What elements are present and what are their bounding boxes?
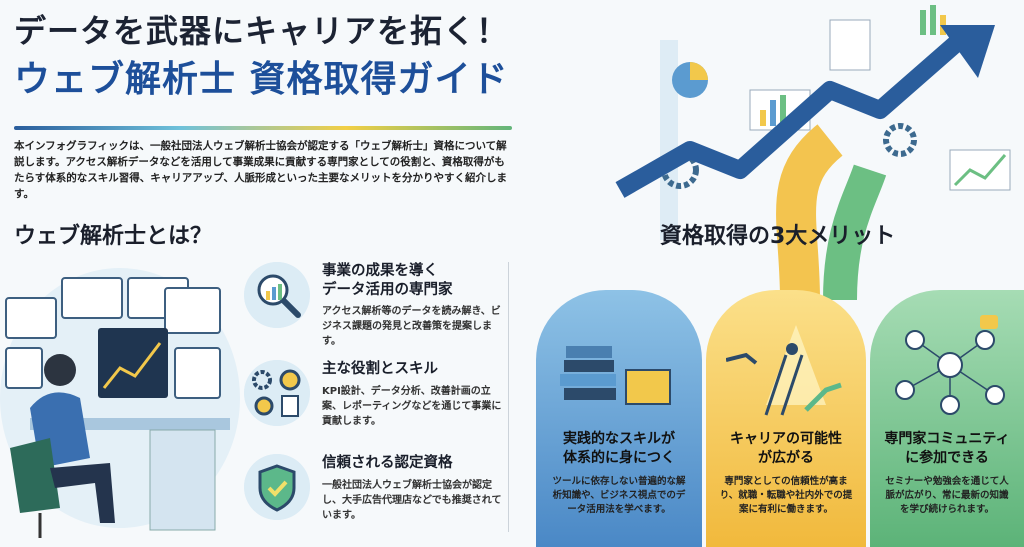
merit-title: 実践的なスキルが 体系的に身につく: [563, 431, 675, 466]
merit-title: 専門家コミュニティ に参加できる: [884, 431, 1010, 466]
merit-desc: 専門家としての信頼性が高まり、就職・転職や社内外での提案に有利に働きます。: [719, 476, 853, 515]
vertical-divider: [508, 262, 509, 532]
analyst-illustration: [0, 268, 240, 538]
gears-target-icon: [244, 360, 310, 426]
merit-card-career: キャリアの可能性 が広がる 専門家としての信頼性が高まり、就職・転職や社内外での…: [706, 290, 866, 547]
shield-check-icon: [244, 454, 310, 520]
title-line-2: ウェブ解析士 資格取得ガイド: [14, 59, 509, 100]
about-item-desc: アクセス解析等のデータを読み解き、ビジネス課題の発見と改善策を提案します。: [322, 306, 501, 347]
section-heading-merits: 資格取得の3大メリット: [660, 224, 896, 249]
merit-card-skills: 実践的なスキルが 体系的に身につく ツールに依存しない普遍的な解析知識や、ビジネ…: [536, 290, 702, 547]
about-item-roles: 主な役割とスキル KPI設計、データ分析、改善計画の立案、レポーティングなどを通…: [244, 360, 506, 440]
magnifier-chart-icon: [244, 262, 310, 328]
growth-arrow-illustration: [615, 5, 1011, 300]
about-item-title: 事業の成果を導く データ活用の専門家: [322, 263, 453, 298]
section-heading-about: ウェブ解析士とは？: [14, 224, 213, 249]
about-item-certification: 信頼される認定資格 一般社団法人ウェブ解析士協会が認定し、大手広告代理店などでも…: [244, 454, 506, 534]
about-item-desc: 一般社団法人ウェブ解析士協会が認定し、大手広告代理店などでも推奨されています。: [322, 480, 502, 521]
gradient-divider: [14, 126, 512, 130]
title-line-1: データを武器にキャリアを拓く！: [14, 12, 510, 50]
about-item-expert: 事業の成果を導く データ活用の専門家 アクセス解析等のデータを読み解き、ビジネス…: [244, 262, 506, 347]
merit-card-community: 専門家コミュニティ に参加できる セミナーや勉強会を通じて人脈が広がり、常に最新…: [870, 290, 1024, 547]
merit-desc: ツールに依存しない普遍的な解析知識や、ビジネス視点でのデータ活用法を学べます。: [552, 476, 686, 515]
about-item-desc: KPI設計、データ分析、改善計画の立案、レポーティングなどを通じて事業に貢献しま…: [322, 386, 502, 427]
merit-desc: セミナーや勉強会を通じて人脈が広がり、常に最新の知識を学び続けられます。: [885, 476, 1009, 515]
about-item-title: 主な役割とスキル: [322, 361, 438, 377]
network-people-icon: [895, 315, 1005, 415]
books-tools-icon: [560, 346, 671, 405]
merit-title: キャリアの可能性 が広がる: [730, 431, 842, 466]
about-item-title: 信頼される認定資格: [322, 455, 453, 471]
intro-text: 本インフォグラフィックは、一般社団法人ウェブ解析士協会が認定する「ウェブ解析士」…: [14, 140, 507, 200]
career-ladder-icon: [726, 325, 842, 416]
